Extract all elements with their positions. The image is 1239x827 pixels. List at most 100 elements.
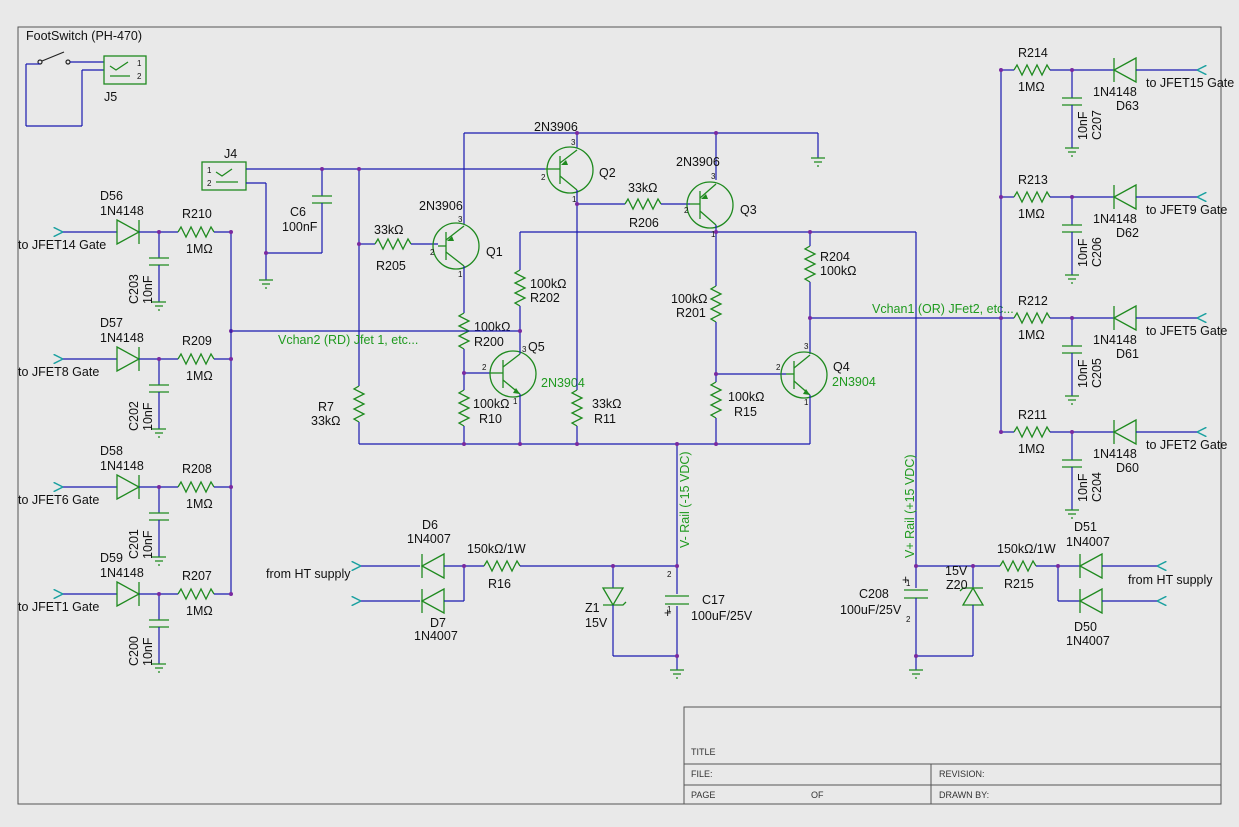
junction-dot (999, 430, 1003, 434)
vplus-net-label: V+ Rail (+15 VDC) (903, 454, 917, 558)
svg-text:1: 1 (906, 579, 911, 588)
q5-type: 2N3904 (541, 376, 585, 390)
diode-symbol (116, 218, 141, 246)
footswitch-title: FootSwitch (PH-470) (26, 29, 142, 43)
j5-pin2: 2 (137, 72, 142, 81)
q1-type: 2N3906 (419, 199, 463, 213)
svg-text:3: 3 (804, 342, 809, 351)
resistor-symbol (177, 225, 215, 239)
resistor-value: 1MΩ (186, 369, 213, 383)
q2-symbol (546, 146, 594, 194)
ground-icon (670, 669, 684, 679)
j4-pin2: 2 (207, 179, 212, 188)
d50-ref: D50 (1074, 620, 1097, 634)
page-label: PAGE (691, 790, 715, 800)
d7-ref: D7 (430, 616, 446, 630)
junction-dot (1070, 430, 1074, 434)
neg-from-ht-label: from HT supply (266, 567, 351, 581)
q4-type: 2N3904 (832, 375, 876, 389)
resistor-value: 1MΩ (1018, 80, 1045, 94)
gate-label: to JFET9 Gate (1146, 203, 1227, 217)
r11-value: 33kΩ (592, 397, 622, 411)
junction-dot (229, 230, 233, 234)
r15-value: 100kΩ (728, 390, 764, 404)
cap-ref: C206 (1090, 237, 1104, 267)
resistor-value: 1MΩ (1018, 207, 1045, 221)
cap-ref: C204 (1090, 472, 1104, 502)
diode-ref: D58 (100, 444, 123, 458)
cap-ref: C200 (127, 636, 141, 666)
r205-ref: R205 (376, 259, 406, 273)
j5-ref: J5 (104, 90, 117, 104)
diode-symbol (1112, 56, 1137, 84)
ground-icon (1065, 147, 1079, 157)
r200-value: 100kΩ (474, 320, 510, 334)
resistor-symbol (177, 587, 215, 601)
c6-ref: C6 (290, 205, 306, 219)
sheet-frame (17, 26, 1222, 805)
svg-text:3: 3 (458, 215, 463, 224)
svg-text:+: + (664, 606, 671, 620)
diode-symbol (1112, 418, 1137, 446)
diode-type: 1N4148 (100, 331, 144, 345)
svg-text:1: 1 (667, 605, 672, 614)
diode-symbol (1112, 183, 1137, 211)
ground-icon (152, 556, 166, 566)
svg-text:1: 1 (513, 397, 518, 406)
z1-value: 15V (585, 616, 608, 630)
d51-symbol (1078, 552, 1103, 580)
d6-type: 1N4007 (407, 532, 451, 546)
diode-ref: D60 (1116, 461, 1139, 475)
cap-ref: C207 (1090, 110, 1104, 140)
junction-dot (1070, 316, 1074, 320)
junction-dot (229, 485, 233, 489)
ground-icon (152, 428, 166, 438)
of-label: OF (811, 790, 824, 800)
c17-ref: C17 (702, 593, 725, 607)
cap-value: 10nF (1076, 473, 1090, 502)
r11-ref: R11 (594, 412, 616, 426)
j4-ref: J4 (224, 147, 237, 161)
diode-type: 1N4148 (100, 459, 144, 473)
svg-text:2: 2 (482, 363, 487, 372)
q5-ref: Q5 (528, 340, 545, 354)
q3-symbol (686, 181, 734, 229)
q2-ref: Q2 (599, 166, 616, 180)
ground-icon (811, 157, 825, 167)
diode-symbol (1112, 304, 1137, 332)
diode-type: 1N4148 (100, 566, 144, 580)
svg-text:2: 2 (667, 570, 672, 579)
gate-label: to JFET2 Gate (1146, 438, 1227, 452)
drawn-by-label: DRAWN BY: (939, 790, 989, 800)
footswitch-j5: FootSwitch (PH-470) 1 2 J5 (25, 29, 147, 127)
cap-value: 10nF (141, 637, 155, 666)
title-block: TITLE FILE: PAGE OF REVISION: DRAWN BY: (683, 706, 1222, 805)
cap-value: 10nF (1076, 359, 1090, 388)
resistor-symbol (1013, 311, 1051, 325)
d7-symbol (420, 587, 445, 615)
q4-ref: Q4 (833, 360, 850, 374)
cap-value: 10nF (1076, 238, 1090, 267)
gate-label: to JFET5 Gate (1146, 324, 1227, 338)
svg-text:3: 3 (711, 172, 716, 181)
resistor-ref: R208 (182, 462, 212, 476)
resistor-ref: R214 (1018, 46, 1048, 60)
vminus-net-label: V- Rail (-15 VDC) (678, 451, 692, 548)
junction-dot (157, 592, 161, 596)
r204-value: 100kΩ (820, 264, 856, 278)
vchan2-net-label: Vchan2 (RD) Jfet 1, etc... (278, 333, 418, 347)
diode-type: 1N4148 (1093, 212, 1137, 226)
ground-icon (259, 279, 273, 289)
r200-ref: R200 (474, 335, 504, 349)
cap-value: 10nF (141, 402, 155, 431)
q3-type: 2N3906 (676, 155, 720, 169)
diode-symbol (116, 345, 141, 373)
d51-type: 1N4007 (1066, 535, 1110, 549)
junction-dot (1070, 195, 1074, 199)
d6-ref: D6 (422, 518, 438, 532)
